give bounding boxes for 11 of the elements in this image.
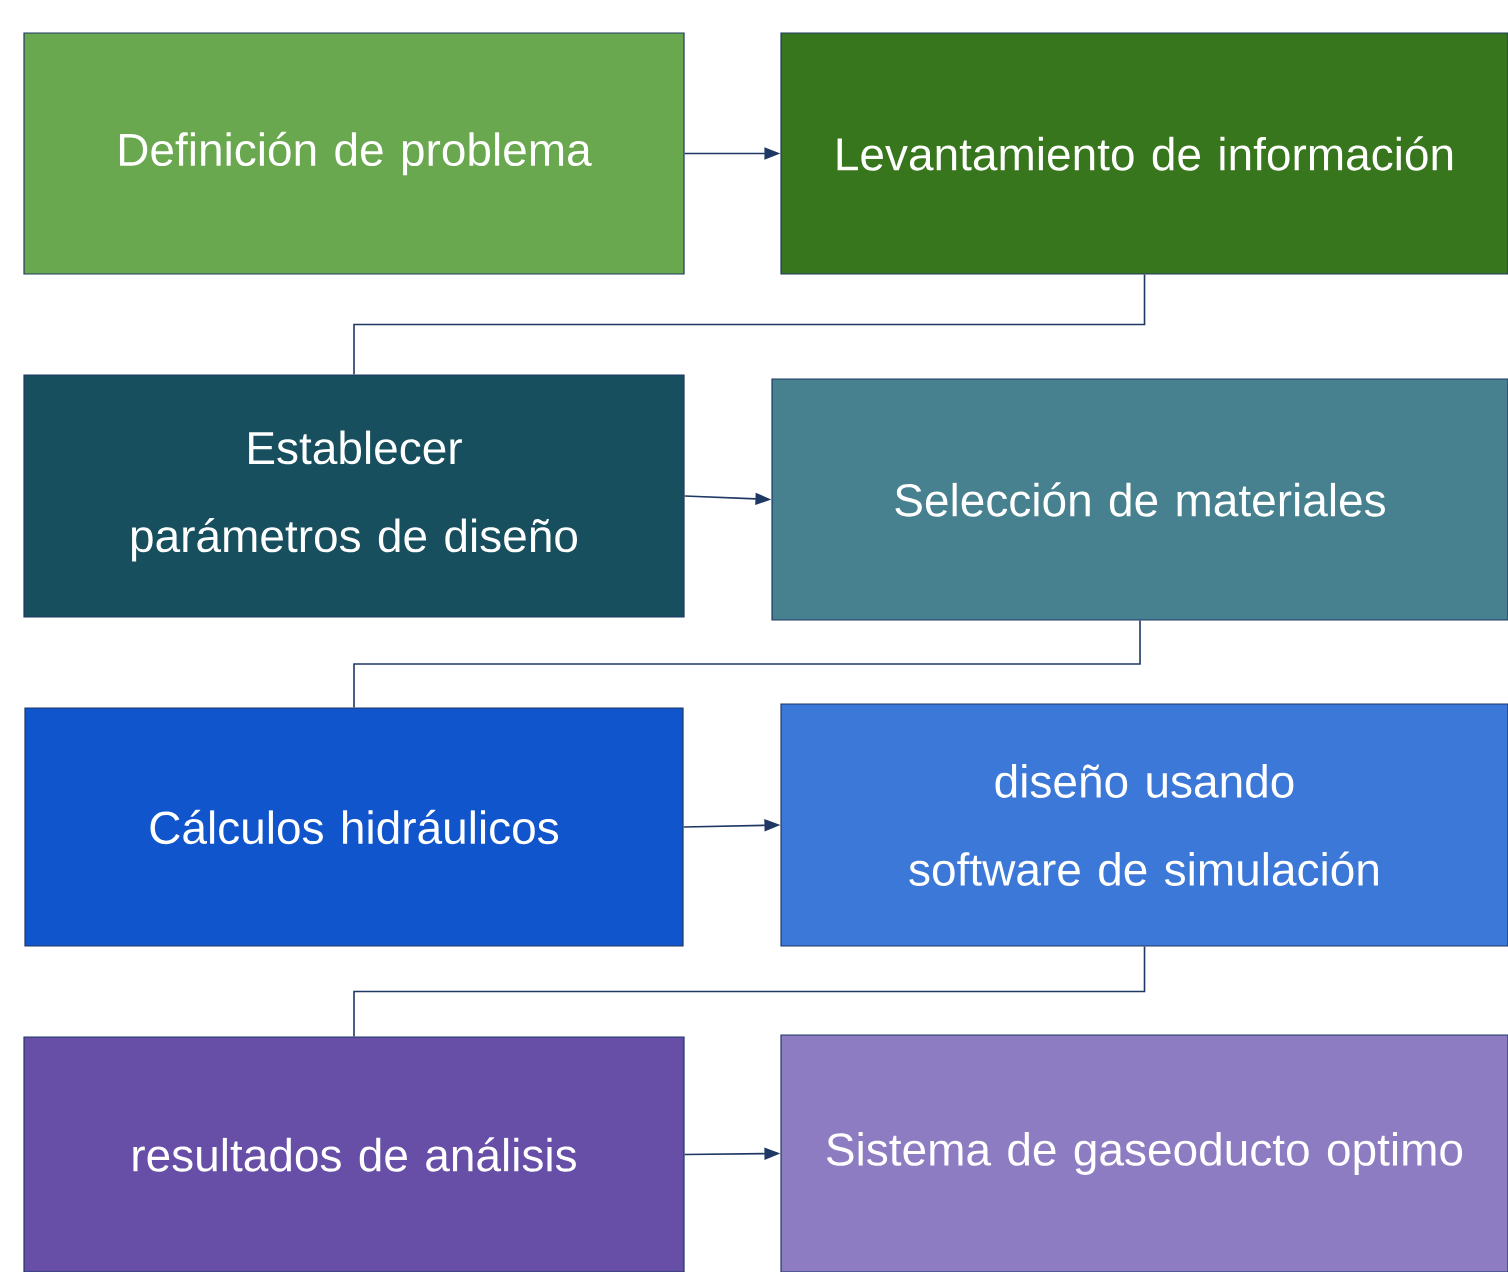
process-box: Cálculos hidráulicos <box>24 707 684 947</box>
process-box: Establecer parámetros de diseño <box>23 374 685 618</box>
process-box: resultados de análisis <box>23 1036 685 1272</box>
process-box: Levantamiento de información <box>780 32 1508 275</box>
process-box: diseño usando software de simulación <box>780 703 1508 947</box>
connector-line <box>353 273 1146 376</box>
process-box: Definición de problema <box>23 32 685 275</box>
connector-line <box>353 945 1146 1038</box>
process-box: Sistema de gaseoducto optimo <box>780 1034 1508 1272</box>
process-box: Selección de materiales <box>771 378 1508 621</box>
connector-line <box>353 619 1141 709</box>
